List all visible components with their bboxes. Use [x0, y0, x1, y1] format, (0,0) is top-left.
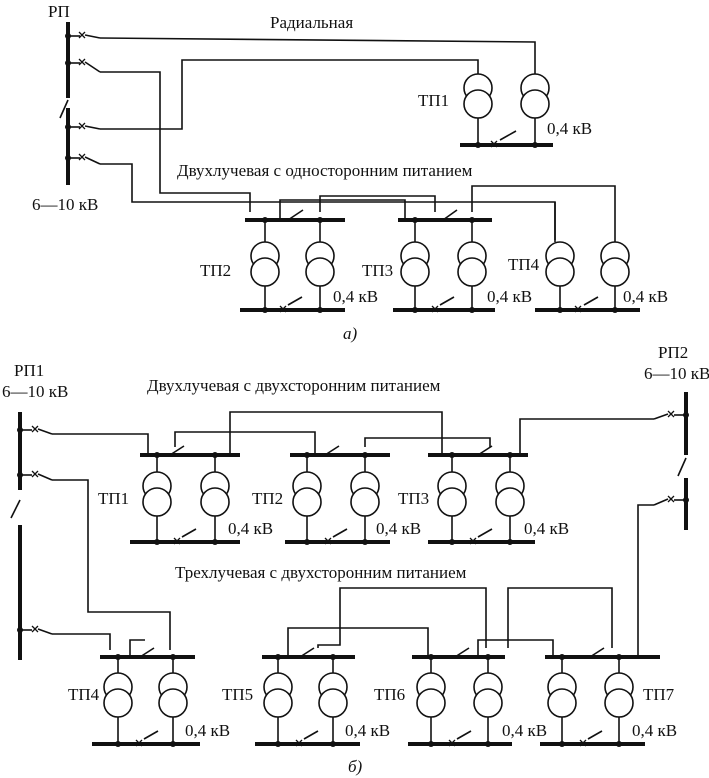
part-a-diagram: РП 6—10 кВ Радиальная Двухлучевая с одно…: [32, 2, 668, 343]
rp2-voltage-label: 6—10 кВ: [644, 364, 709, 383]
tp3-substation-b: ТП3 0,4 кВ: [398, 452, 569, 545]
rp1-label: РП1: [14, 361, 44, 380]
tp2-lv-label-a: 0,4 кВ: [333, 287, 378, 306]
tp3-label-a: ТП3: [362, 261, 393, 280]
rp1-voltage-label: 6—10 кВ: [2, 382, 68, 401]
tp3-substation-a: ТП3 0,4 кВ: [362, 209, 532, 313]
two-beam-title-a: Двухлучевая с односторонним питанием: [177, 161, 473, 180]
tp6-lv-label-b: 0,4 кВ: [502, 721, 547, 740]
tp4-lv-label-a: 0,4 кВ: [623, 287, 668, 306]
tp6-substation-b: ТП6 0,4 кВ: [374, 654, 547, 747]
two-beam-title-b: Двухлучевая с двухсторонним питанием: [147, 376, 441, 395]
rp1-sectional-switch: [10, 499, 21, 519]
tp2-substation-a: ТП2 0,4 кВ: [200, 209, 378, 313]
tp7-lv-label-b: 0,4 кВ: [632, 721, 677, 740]
tp6-label-b: ТП6: [374, 685, 405, 704]
tp4-lv-label-b: 0,4 кВ: [185, 721, 230, 740]
rp-label: РП: [48, 2, 70, 21]
tp2-label-a: ТП2: [200, 261, 231, 280]
tp5-substation-b: ТП5 0,4 кВ: [222, 654, 390, 747]
tp3-lv-label-b: 0,4 кВ: [524, 519, 569, 538]
rp2-label: РП2: [658, 343, 688, 362]
tp1-lv-label-a: 0,4 кВ: [547, 119, 592, 138]
tp5-label-b: ТП5: [222, 685, 253, 704]
tp4-label-b: ТП4: [68, 685, 100, 704]
tp1-label-b: ТП1: [98, 489, 129, 508]
tp5-lv-label-b: 0,4 кВ: [345, 721, 390, 740]
tp2-lv-label-b: 0,4 кВ: [376, 519, 421, 538]
tp1-lv-label-b: 0,4 кВ: [228, 519, 273, 538]
part-b-diagram: РП1 6—10 кВ РП2 6—10 кВ Двухлучевая с дв…: [2, 343, 709, 776]
tp1-label-a: ТП1: [418, 91, 449, 110]
caption-a: а): [343, 324, 358, 343]
radial-title: Радиальная: [270, 13, 353, 32]
three-beam-title-b: Трехлучевая с двухсторонним питанием: [175, 563, 467, 582]
tp7-label-b: ТП7: [643, 685, 675, 704]
tp4-substation-a: ТП4 0,4 кВ: [508, 241, 668, 313]
rp-voltage-label: 6—10 кВ: [32, 195, 98, 214]
tp7-substation-b: ТП7 0,4 кВ: [540, 654, 677, 747]
caption-b: б): [348, 757, 363, 776]
tp1-substation-a: ТП1 0,4 кВ: [418, 73, 592, 148]
tp3-label-b: ТП3: [398, 489, 429, 508]
tp4-substation-b: ТП4 0,4 кВ: [68, 654, 230, 747]
tp4-label-a: ТП4: [508, 255, 540, 274]
tp2-label-b: ТП2: [252, 489, 283, 508]
tp2-substation-b: ТП2 0,4 кВ: [252, 452, 421, 545]
tp3-lv-label-a: 0,4 кВ: [487, 287, 532, 306]
rp2-sectional-switch: [677, 457, 687, 477]
rp-sectional-switch: [59, 99, 69, 119]
tp1-substation-b: ТП1 0,4 кВ: [98, 452, 273, 545]
